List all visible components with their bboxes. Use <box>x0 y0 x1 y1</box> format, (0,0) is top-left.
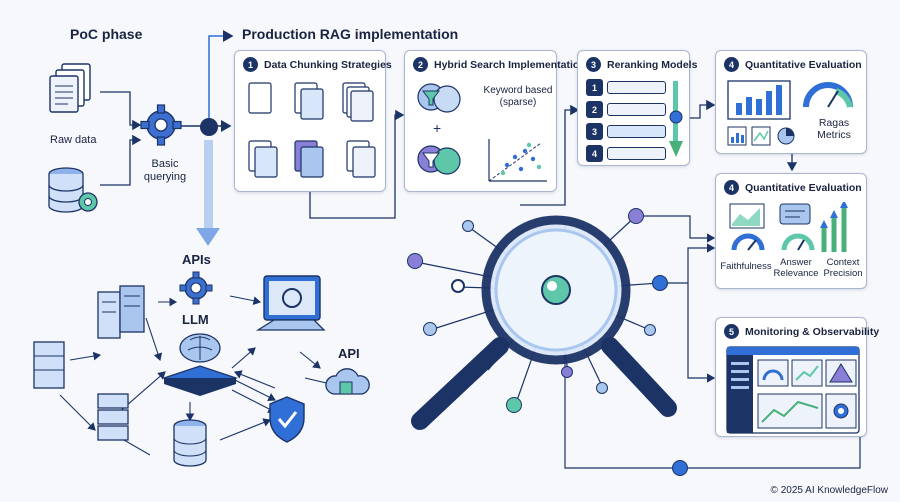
chunked-documents-icon <box>248 82 376 178</box>
network-node <box>628 208 644 224</box>
down-arrow-head <box>196 228 220 246</box>
apis-label: APIs <box>182 252 211 267</box>
network-node <box>652 275 668 291</box>
db-to-query-arrow <box>100 134 142 186</box>
filter-funnel-icon: + <box>417 83 461 175</box>
scatter-vectors-icon <box>488 139 547 182</box>
down-arrow-shaft <box>204 140 213 232</box>
step-number-badge: 5 <box>724 324 739 339</box>
cloud-api-icon <box>325 368 370 395</box>
api-label: API <box>338 346 360 361</box>
junction-node <box>200 118 218 136</box>
database-icon <box>173 419 207 467</box>
monitoring-dashboard-icon <box>726 346 860 434</box>
server-icon <box>33 341 65 389</box>
network-node <box>462 220 474 232</box>
server-rack-icon <box>97 285 145 339</box>
svg-text:+: + <box>433 120 441 136</box>
metric-answer-relevance: Answer Relevance <box>773 257 819 279</box>
llm-brain-platform-icon <box>161 333 239 396</box>
server-stack-icon <box>97 393 129 441</box>
step2-to-step3-arrow <box>520 104 580 206</box>
database-gear-icon <box>48 167 98 213</box>
rerank-item: 1 <box>586 79 666 96</box>
evaluation-charts-icon <box>729 202 848 252</box>
step-card-data-chunking: 1 Data Chunking Strategies <box>234 50 392 192</box>
metric-faithfulness: Faithfulness <box>720 261 772 272</box>
step1-to-step2-arrow <box>309 109 405 219</box>
network-node <box>596 382 608 394</box>
production-title: Production RAG implementation <box>242 26 459 42</box>
llm-label: LLM <box>182 312 209 327</box>
step-number-badge: 3 <box>586 57 601 72</box>
rank-down-arrow-icon <box>669 81 683 157</box>
step-card-quantitative-eval-2: 4 Quantitative Evaluation Faithfulness An… <box>715 173 867 289</box>
metrics-dashboard-icon <box>727 80 853 146</box>
step-number-badge: 1 <box>243 57 258 72</box>
raw-data-to-query-arrow <box>100 91 142 131</box>
step-title: Monitoring & Observability <box>745 325 880 338</box>
basic-querying-label: Basic querying <box>143 158 187 183</box>
raw-data-label: Raw data <box>50 134 97 146</box>
keyword-based-label: Keyword based (sparse) <box>483 85 553 108</box>
network-node <box>423 322 437 336</box>
metric-context-precision: Context Precision <box>823 257 863 279</box>
api-gear-icon <box>179 271 213 305</box>
ragas-metrics-label: Ragas Metrics <box>817 117 851 142</box>
step-title: Reranking Models <box>607 58 698 71</box>
network-node <box>407 253 423 269</box>
network-node <box>672 460 688 476</box>
step-card-hybrid-search: 2 Hybrid Search Implementation + Keyword … <box>404 50 586 192</box>
raw-documents-icon <box>49 63 91 113</box>
step-card-reranking: 3 Reranking Models 1 2 3 4 <box>577 50 697 166</box>
rerank-item: 3 <box>586 123 666 140</box>
step-number-badge: 2 <box>413 57 428 72</box>
step-card-quantitative-eval-1: 4 Quantitative Evaluation Ragas Metrics <box>715 50 867 154</box>
step3-to-step4-arrow <box>690 99 716 119</box>
magnifier-network-icon <box>411 215 677 430</box>
monitor-ai-icon <box>256 275 326 331</box>
network-node <box>644 324 656 336</box>
copyright-text: © 2025 AI KnowledgeFlow <box>770 485 888 496</box>
step-title: Quantitative Evaluation <box>745 58 862 71</box>
step-card-monitoring: 5 Monitoring & Observability <box>715 317 879 437</box>
step-number-badge: 4 <box>724 180 739 195</box>
poc-title: PoC phase <box>70 26 143 42</box>
step-title: Quantitative Evaluation <box>745 181 862 194</box>
rerank-item: 4 <box>586 145 666 162</box>
rerank-list: 1 2 3 4 <box>586 79 666 162</box>
rerank-item: 2 <box>586 101 666 118</box>
network-node <box>561 366 573 378</box>
step-title: Hybrid Search Implementation <box>434 58 586 71</box>
step-title: Data Chunking Strategies <box>264 58 392 71</box>
gear-icon <box>140 104 182 146</box>
network-node <box>451 279 465 293</box>
to-production-title-arrow <box>208 30 234 126</box>
step-number-badge: 4 <box>724 57 739 72</box>
network-node <box>506 397 522 413</box>
security-shield-icon <box>269 396 305 443</box>
